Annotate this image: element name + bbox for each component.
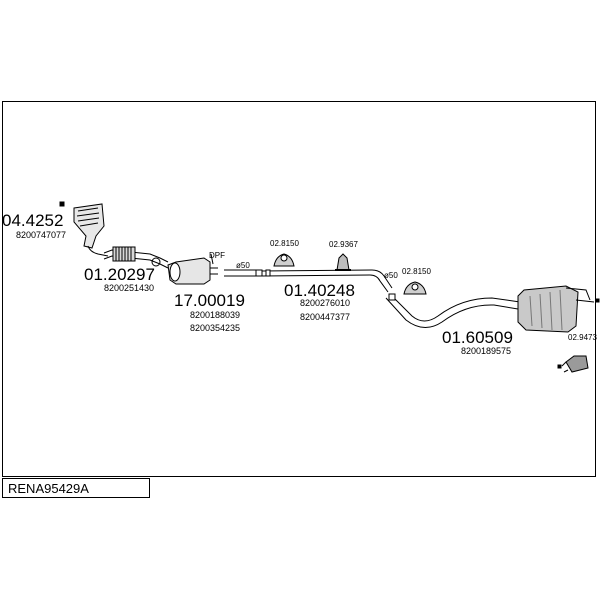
middle-pipe-shape[interactable]	[261, 269, 393, 293]
part-number-front-pipe: 01.20297	[84, 265, 155, 284]
hanger-2-number: 02.9367	[329, 240, 358, 249]
rear-silencer-shape[interactable]	[517, 285, 600, 333]
hanger-3-shape[interactable]	[403, 281, 427, 295]
hanger-3-number: 02.8150	[402, 267, 431, 276]
diagram-frame	[2, 101, 596, 477]
part-number-middle-pipe: 01.40248	[284, 281, 355, 300]
connector-pipe-shape[interactable]	[224, 269, 263, 277]
part-ref-front-pipe: 8200251430	[104, 283, 155, 293]
part-number-dpf: 17.00019	[174, 291, 245, 310]
part-number-rear-silencer: 01.60509	[442, 328, 513, 347]
part-ref-middle-pipe-2: 8200447377	[300, 312, 351, 322]
catalyst-shape[interactable]	[59, 201, 109, 257]
front-pipe-shape[interactable]	[103, 246, 169, 269]
dpf-shape[interactable]	[167, 253, 218, 285]
part-number-catalyst: 04.4252	[2, 211, 64, 230]
diagram-code: RENA95429A	[8, 481, 89, 496]
rear-pipe-shape[interactable]	[385, 293, 521, 328]
part-ref-catalyst: 8200747077	[16, 230, 67, 240]
part-ref-dpf-1: 8200188039	[190, 310, 241, 320]
diagram-code-box: RENA95429A	[2, 478, 150, 498]
bracket-rear-shape[interactable]	[557, 355, 589, 373]
hanger-2-shape[interactable]	[335, 253, 351, 271]
part-ref-dpf-2: 8200354235	[190, 323, 241, 333]
part-ref-rear-silencer: 8200189575	[461, 346, 512, 356]
hanger-1-number: 02.8150	[270, 239, 299, 248]
diameter-label-2: ø50	[384, 271, 398, 280]
diameter-label-1: ø50	[236, 261, 250, 270]
bracket-rear-number: 02.9473	[568, 333, 597, 342]
part-ref-middle-pipe-1: 8200276010	[300, 298, 351, 308]
dpf-tag: DPF	[209, 251, 225, 260]
hanger-1-shape[interactable]	[273, 253, 295, 267]
